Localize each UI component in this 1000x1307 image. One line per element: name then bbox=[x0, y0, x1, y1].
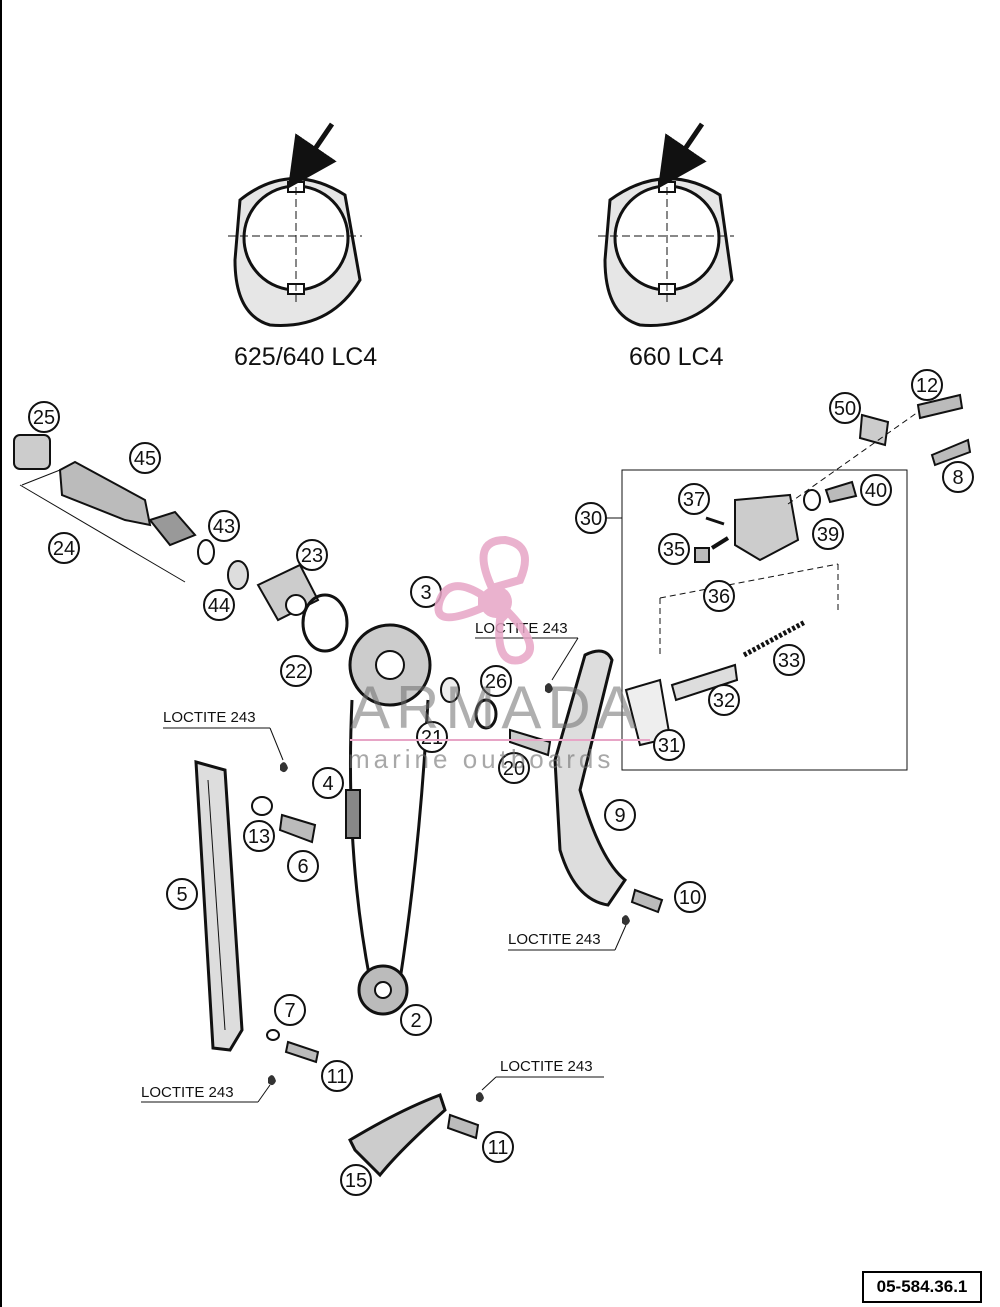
callout-circle bbox=[416, 721, 448, 753]
callout-number: 44 bbox=[208, 595, 230, 617]
variant-view-625-640 bbox=[228, 122, 362, 327]
callout-number: 10 bbox=[679, 887, 701, 909]
callout-number: 9 bbox=[614, 805, 625, 827]
callout-number: 33 bbox=[778, 650, 800, 672]
callout-number: 11 bbox=[327, 1066, 348, 1088]
callout-number: 50 bbox=[834, 398, 856, 420]
callout-number: 2 bbox=[410, 1010, 421, 1032]
callout-number: 25 bbox=[33, 407, 55, 429]
watermark: ARMADA marine outboards bbox=[348, 535, 650, 774]
sprocket-and-chain bbox=[345, 623, 552, 1016]
callout-circle bbox=[773, 644, 805, 676]
callout-group: 25 45 24 43 44 23 22 3 26 21 20 4 13 6 5 7 11 11 2 15 9 10 12 5… bbox=[28, 369, 974, 1196]
callout-number: 39 bbox=[817, 524, 839, 546]
callout-number: 6 bbox=[297, 856, 308, 878]
loctite-label: LOCTITE 243 bbox=[500, 1058, 593, 1075]
callout-number: 24 bbox=[53, 538, 75, 560]
callout-number: 8 bbox=[952, 467, 963, 489]
callout-circle bbox=[274, 994, 306, 1026]
callout-circle bbox=[482, 1131, 514, 1163]
watermark-subtitle: marine outboards bbox=[348, 744, 614, 774]
callout-circle bbox=[575, 502, 607, 534]
loctite-label: LOCTITE 243 bbox=[141, 1084, 234, 1101]
callout-number: 31 bbox=[658, 735, 680, 757]
callout-circle bbox=[280, 655, 312, 687]
callout-number: 11 bbox=[488, 1137, 509, 1159]
callout-number: 20 bbox=[503, 758, 525, 780]
callout-circle bbox=[243, 820, 275, 852]
callout-circle bbox=[287, 850, 319, 882]
callout-circle bbox=[812, 518, 844, 550]
callout-circle bbox=[480, 665, 512, 697]
callout-circle bbox=[653, 729, 685, 761]
callout-circle bbox=[208, 510, 240, 542]
callout-number: 7 bbox=[284, 1000, 295, 1022]
chain-tensioner-rail bbox=[348, 649, 664, 1178]
callout-circle bbox=[829, 392, 861, 424]
callout-number: 15 bbox=[345, 1170, 367, 1192]
chain-guide-left bbox=[194, 759, 320, 1064]
callout-circle bbox=[312, 767, 344, 799]
callout-circle bbox=[340, 1164, 372, 1196]
camshaft-assembly bbox=[13, 434, 349, 653]
watermark-title: ARMADA bbox=[350, 674, 643, 741]
loctite-label: LOCTITE 243 bbox=[163, 709, 256, 726]
callout-number: 21 bbox=[421, 727, 443, 749]
callout-number: 13 bbox=[248, 826, 270, 848]
callout-circle bbox=[703, 580, 735, 612]
callout-circle bbox=[203, 589, 235, 621]
callout-number: 35 bbox=[663, 539, 685, 561]
callout-circle bbox=[296, 539, 328, 571]
callout-circle bbox=[321, 1060, 353, 1092]
callout-number: 45 bbox=[134, 448, 156, 470]
variant-label: 625/640 LC4 bbox=[234, 343, 378, 371]
callout-circle bbox=[674, 881, 706, 913]
callout-circle bbox=[129, 442, 161, 474]
callout-circle bbox=[860, 474, 892, 506]
callout-number: 36 bbox=[708, 586, 730, 608]
callout-number: 4 bbox=[322, 773, 333, 795]
callout-number: 26 bbox=[485, 671, 507, 693]
callout-circle bbox=[708, 684, 740, 716]
callout-number: 30 bbox=[580, 508, 602, 530]
callout-circle bbox=[942, 461, 974, 493]
propeller-logo bbox=[434, 535, 534, 665]
callout-circle bbox=[911, 369, 943, 401]
callout-circle bbox=[498, 752, 530, 784]
reference-number: 05-584.36.1 bbox=[862, 1271, 982, 1303]
callout-circle bbox=[400, 1004, 432, 1036]
callout-circle bbox=[658, 533, 690, 565]
callout-number: 3 bbox=[420, 582, 431, 604]
callout-number: 22 bbox=[285, 661, 307, 683]
callout-circle bbox=[678, 483, 710, 515]
callout-circle bbox=[48, 532, 80, 564]
callout-number: 23 bbox=[301, 545, 323, 567]
callout-number: 37 bbox=[683, 489, 705, 511]
left-border bbox=[0, 0, 2, 1307]
callout-circle bbox=[28, 401, 60, 433]
callout-number: 32 bbox=[713, 690, 735, 712]
callout-number: 5 bbox=[176, 884, 187, 906]
callout-circle bbox=[604, 799, 636, 831]
callout-number: 40 bbox=[865, 480, 887, 502]
loctite-label: LOCTITE 243 bbox=[508, 931, 601, 948]
variant-view-660 bbox=[598, 122, 734, 327]
variant-label: 660 LC4 bbox=[629, 343, 724, 371]
callout-number: 43 bbox=[213, 516, 235, 538]
callout-circle bbox=[166, 878, 198, 910]
callout-number: 12 bbox=[916, 375, 938, 397]
tensioner-assembly bbox=[606, 393, 972, 771]
